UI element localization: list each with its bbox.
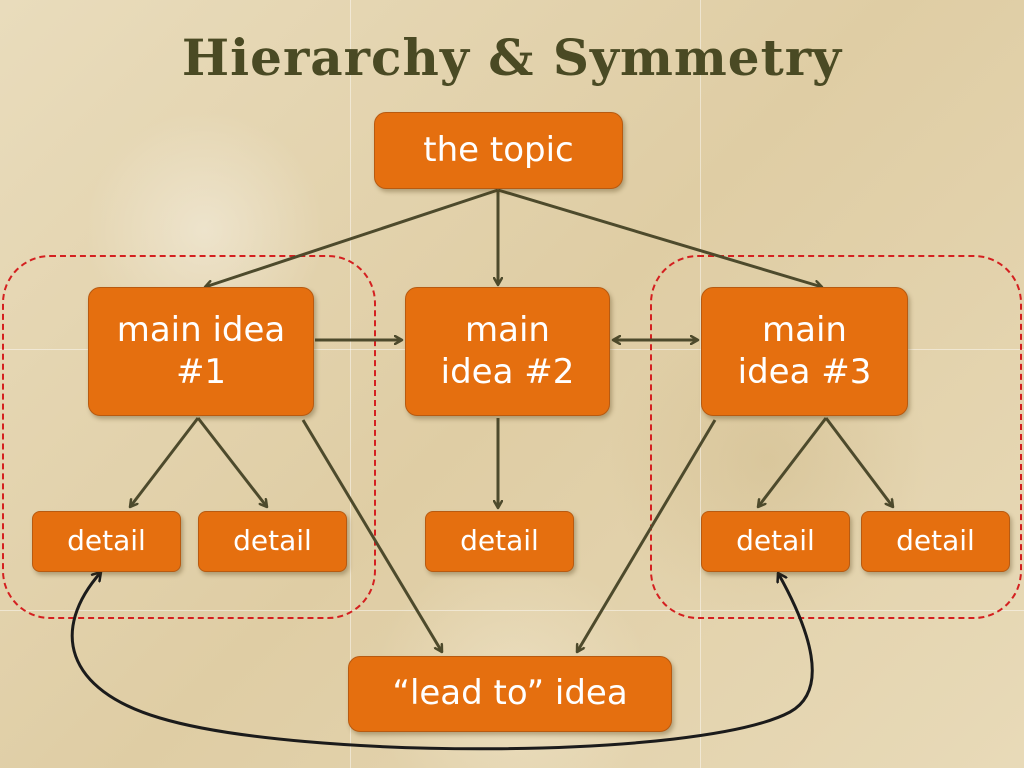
background-gridline bbox=[700, 0, 701, 768]
slide-title: Hierarchy & Symmetry bbox=[181, 28, 843, 87]
background-gridline bbox=[350, 0, 351, 768]
detail-2-box: detail bbox=[425, 511, 574, 572]
arrow-main-3-to-detail-3a bbox=[758, 417, 828, 507]
lead-to-idea-box: “lead to” idea bbox=[348, 656, 672, 732]
background-gridline bbox=[0, 610, 1024, 611]
arrow-main-3-to-lead-to bbox=[575, 419, 717, 652]
arrow-topic-to-main-idea-3 bbox=[497, 188, 822, 287]
arrow-main-1-to-detail-1a bbox=[130, 417, 200, 507]
detail-1b-label: detail bbox=[233, 524, 312, 558]
topic-label: the topic bbox=[423, 129, 574, 170]
detail-3b-box: detail bbox=[861, 511, 1010, 572]
detail-3b-label: detail bbox=[896, 524, 975, 558]
lead-to-idea-label: “lead to” idea bbox=[392, 673, 628, 714]
arrow-topic-to-main-idea-1 bbox=[205, 188, 499, 287]
detail-2-label: detail bbox=[460, 524, 539, 558]
group-outline-right bbox=[650, 255, 1022, 619]
detail-3a-label: detail bbox=[736, 524, 815, 558]
arrow-main-1-to-detail-1b bbox=[196, 417, 267, 507]
curved-arrow-detail-to-detail bbox=[70, 572, 814, 751]
arrow-main-3-to-detail-3b bbox=[824, 417, 893, 507]
detail-3a-box: detail bbox=[701, 511, 850, 572]
detail-1b-box: detail bbox=[198, 511, 347, 572]
detail-1a-box: detail bbox=[32, 511, 181, 572]
main-idea-1-box: main idea #1 bbox=[88, 287, 314, 416]
arrow-main-1-to-lead-to bbox=[301, 419, 444, 652]
main-idea-2-label: main idea #2 bbox=[440, 310, 575, 392]
main-idea-3-box: main idea #3 bbox=[701, 287, 908, 416]
main-idea-3-label: main idea #3 bbox=[737, 310, 872, 392]
detail-1a-label: detail bbox=[67, 524, 146, 558]
main-idea-2-box: main idea #2 bbox=[405, 287, 610, 416]
group-outline-left bbox=[2, 255, 376, 619]
main-idea-1-label: main idea #1 bbox=[116, 310, 286, 392]
topic-box: the topic bbox=[374, 112, 623, 189]
